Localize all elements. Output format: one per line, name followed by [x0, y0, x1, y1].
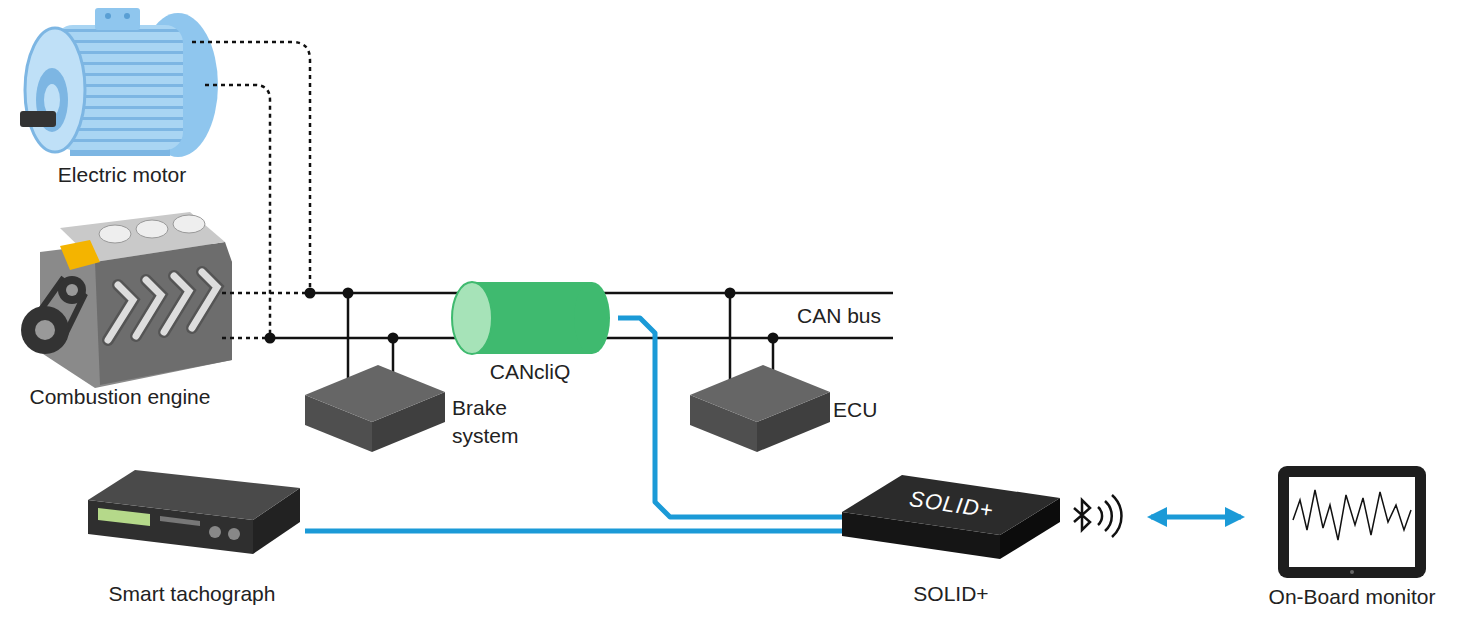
bus-junction — [343, 288, 354, 299]
cable — [618, 318, 842, 517]
engine-node: Combustion engine — [8, 205, 240, 413]
motor-drawing — [25, 28, 85, 152]
cancliq-cylinder — [574, 282, 610, 354]
tachograph-box — [228, 528, 240, 540]
ecu-box — [690, 365, 830, 452]
engine-drawing — [21, 212, 232, 388]
ecu-node: ECU — [686, 360, 898, 456]
monitor-drawing — [1293, 490, 1411, 540]
tachograph-box — [160, 516, 200, 526]
engine-drawing — [21, 306, 69, 354]
brake-box — [305, 365, 445, 452]
motor-drawing — [105, 13, 111, 19]
device-label: Smart tachograph — [109, 582, 276, 606]
engine-drawing — [108, 285, 133, 340]
engine-drawing — [164, 276, 189, 332]
cancliq-cylinder — [452, 282, 610, 354]
engine-drawing — [66, 284, 78, 296]
bus-label: CAN bus — [797, 304, 881, 328]
monitor-drawing — [1289, 477, 1415, 567]
engine-drawing — [60, 240, 100, 270]
motor-drawing — [95, 8, 140, 30]
cancliq-node: CANcliQ — [448, 280, 618, 388]
tachograph-box — [209, 526, 221, 538]
field-wiring — [192, 42, 310, 338]
device-label: Brake system — [452, 394, 552, 450]
engine-drawing — [99, 225, 131, 243]
tachograph-node: Smart tachograph — [82, 465, 305, 610]
field-wiring — [222, 292, 310, 295]
device-label: Combustion engine — [30, 385, 211, 409]
bluetooth-symbol — [1074, 495, 1121, 537]
cancliq-cylinder — [452, 282, 492, 354]
bus-junction — [265, 333, 276, 344]
device-label: Electric motor — [58, 163, 186, 187]
engine-drawing — [35, 320, 55, 340]
field-wiring — [192, 42, 310, 293]
engine-drawing — [108, 285, 133, 340]
tachograph-box — [98, 508, 150, 526]
monitor-node: On-Board monitor — [1255, 455, 1460, 613]
engine-drawing — [173, 215, 205, 233]
wireless-link — [1151, 515, 1241, 520]
device-label: CANcliQ — [490, 360, 571, 384]
device-brand: SOLID+ — [907, 487, 994, 523]
bus-junction — [388, 333, 399, 344]
solid-box — [842, 475, 1060, 535]
engine-drawing — [136, 280, 161, 336]
solid-node: SOLID+ SOLID+ — [842, 462, 1137, 610]
motor-drawing — [124, 13, 130, 19]
ecu-box — [690, 365, 830, 422]
bluetooth-symbol — [1098, 507, 1102, 525]
engine-drawing — [95, 242, 232, 385]
device-label: SOLID+ — [913, 582, 988, 606]
bluetooth-symbol — [1112, 495, 1121, 537]
engine-drawing — [192, 272, 217, 328]
engine-drawing — [192, 272, 217, 328]
cable — [305, 529, 842, 534]
engine-drawing — [136, 280, 161, 336]
motor-drawing — [20, 111, 56, 127]
bluetooth-symbol — [1074, 500, 1090, 530]
bluetooth-symbol — [1105, 501, 1112, 531]
brake-box — [305, 365, 445, 422]
motor-node: Electric motor — [12, 4, 234, 196]
device-label: On-Board monitor — [1269, 585, 1436, 609]
engine-drawing — [136, 220, 168, 238]
monitor-drawing — [1350, 570, 1354, 574]
engine-drawing — [164, 276, 189, 332]
monitor-drawing — [1278, 466, 1426, 578]
tachograph-box — [88, 470, 300, 554]
motor-drawing — [20, 8, 218, 157]
engine-drawing — [58, 276, 86, 304]
monitor-drawing — [1278, 466, 1426, 578]
bus-junction — [768, 333, 779, 344]
field-wiring — [205, 85, 270, 338]
field-wiring — [222, 337, 270, 340]
bus-junction — [725, 288, 736, 299]
solid-box — [842, 475, 1060, 559]
bus-junction — [305, 288, 316, 299]
device-label: ECU — [833, 398, 877, 422]
